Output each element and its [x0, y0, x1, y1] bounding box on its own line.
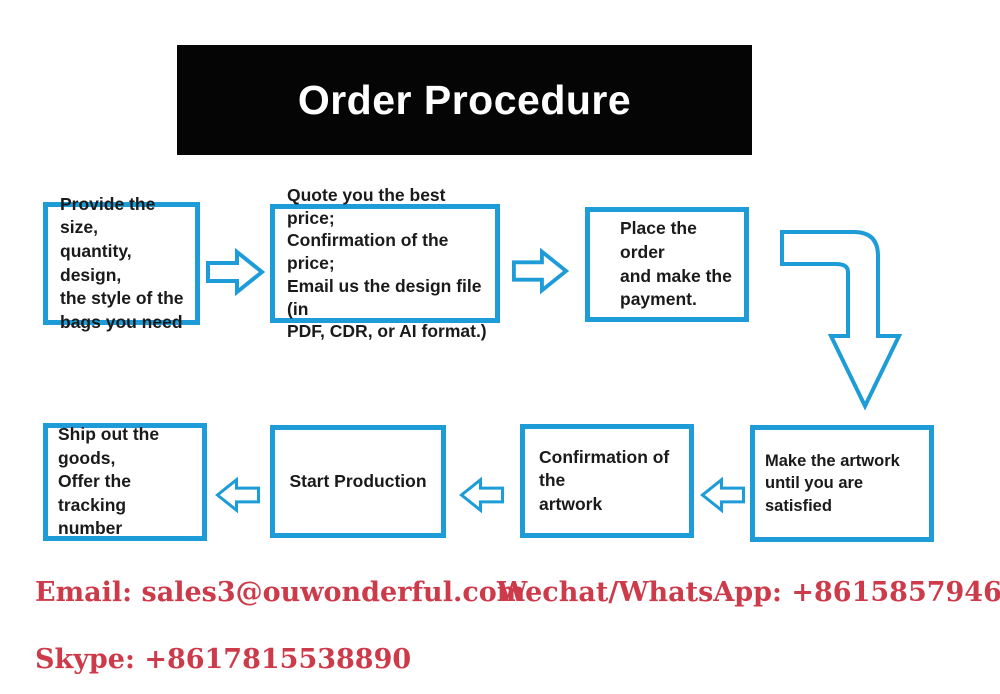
flow-step-label: Confirmation of the artwork: [539, 446, 670, 514]
title-banner: Order Procedure: [177, 45, 752, 155]
flow-step-place-order: Place the order and make the payment.: [585, 207, 749, 322]
contact-wechat-whatsapp: Wechat/WhatsApp: +8615857946129: [497, 577, 1000, 608]
flow-step-make-artwork: Make the artwork until you are satisfied: [750, 425, 934, 542]
left-arrow-icon: [698, 476, 748, 514]
flow-step-label: Place the order and make the payment.: [620, 218, 732, 310]
left-arrow-icon: [212, 476, 264, 514]
flow-step-quote-price: Quote you the best price; Confirmation o…: [270, 185, 500, 341]
flow-step-label: Ship out the goods, Offer the tracking n…: [58, 423, 160, 539]
flow-step-label: Make the artwork until you are satisfied: [765, 452, 900, 515]
right-arrow-icon: [205, 247, 265, 297]
flow-step-label: Provide the size, quantity, design, the …: [60, 193, 184, 332]
left-arrow-icon: [456, 476, 508, 514]
right-arrow-icon: [511, 246, 569, 296]
contact-email: Email: sales3@ouwonderful.com: [35, 577, 526, 608]
flow-step-start-production: Start Production: [270, 425, 446, 538]
flow-step-provide-details: Provide the size, quantity, design, the …: [43, 194, 200, 332]
elbow-down-arrow-icon: [778, 224, 908, 414]
contact-skype: Skype: +8617815538890: [35, 644, 412, 675]
page-title: Order Procedure: [297, 76, 632, 123]
flow-step-label: Start Production: [289, 470, 427, 491]
flow-step-ship-goods: Ship out the goods, Offer the tracking n…: [43, 423, 207, 541]
flow-step-label: Quote you the best price; Confirmation o…: [287, 184, 487, 342]
flow-step-confirm-artwork: Confirmation of the artwork: [520, 424, 694, 538]
